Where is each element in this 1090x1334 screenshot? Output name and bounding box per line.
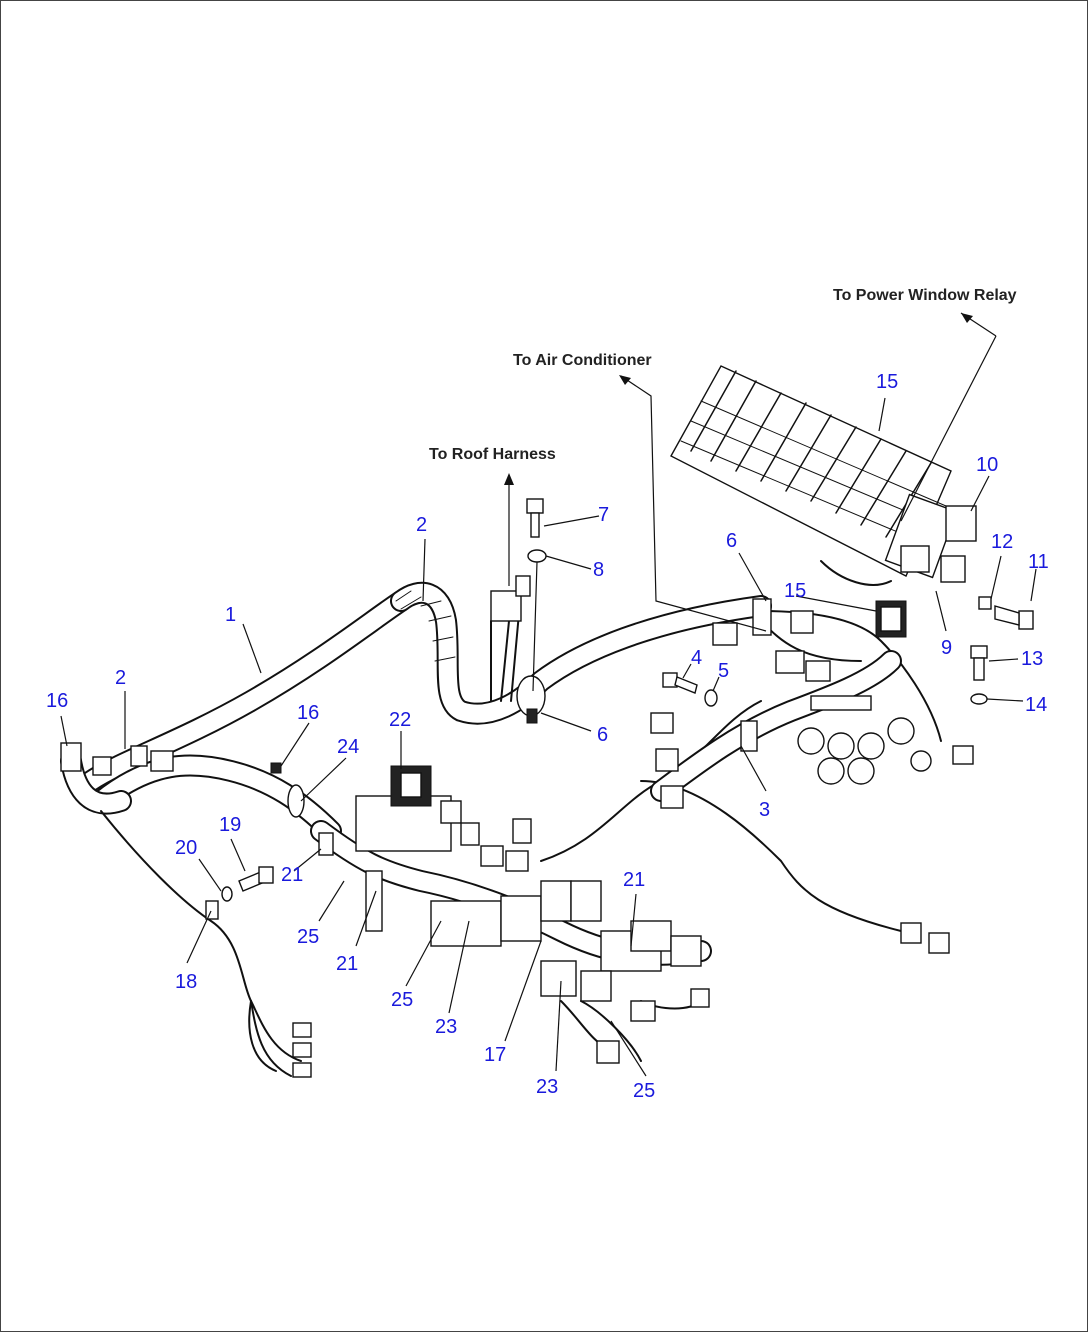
connector-15 xyxy=(875,600,907,638)
callout-17: 17 xyxy=(484,1044,506,1066)
harness-tube-1 xyxy=(80,590,412,792)
callout-21-left: 21 xyxy=(281,864,303,886)
clip-16 xyxy=(270,762,282,774)
callout-13: 13 xyxy=(1021,648,1043,670)
bolt-13 xyxy=(970,645,988,681)
label-power-window-relay: To Power Window Relay xyxy=(833,287,1017,304)
bolt-19 xyxy=(238,866,274,892)
component-22 xyxy=(318,765,532,932)
wire-bundle xyxy=(100,560,942,1077)
leader-lines xyxy=(60,397,1037,1077)
callout-12: 12 xyxy=(991,531,1013,553)
callout-3: 3 xyxy=(759,799,770,821)
callout-7: 7 xyxy=(598,504,609,526)
callout-8: 8 xyxy=(593,559,604,581)
washer-20 xyxy=(221,886,233,902)
arrow-power-window-relay xyxy=(900,312,997,522)
arrow-air-conditioner xyxy=(619,375,767,632)
callout-5: 5 xyxy=(718,660,729,682)
callout-9: 9 xyxy=(941,637,952,659)
bolt-11 xyxy=(994,605,1034,630)
callout-6-lower: 6 xyxy=(597,724,608,746)
component-cluster-lower xyxy=(430,880,710,1064)
callout-15-upper: 15 xyxy=(876,371,898,393)
callout-15-lower: 15 xyxy=(784,580,806,602)
callout-21-right: 21 xyxy=(623,869,645,891)
callout-23-left: 23 xyxy=(435,1016,457,1038)
callout-19: 19 xyxy=(219,814,241,836)
callout-24: 24 xyxy=(337,736,359,758)
callout-14: 14 xyxy=(1025,694,1047,716)
callout-6-upper: 6 xyxy=(726,530,737,552)
bolt-4 xyxy=(662,672,698,694)
callout-22: 22 xyxy=(389,709,411,731)
callout-25-right: 25 xyxy=(633,1080,655,1102)
callout-16-center: 16 xyxy=(297,702,319,724)
label-air-conditioner: To Air Conditioner xyxy=(513,352,652,369)
clamp-6-lower xyxy=(516,675,546,724)
wrap-tape xyxy=(395,590,456,662)
callout-21-lower: 21 xyxy=(336,953,358,975)
clamp-24 xyxy=(287,784,305,818)
callout-18: 18 xyxy=(175,971,197,993)
connector-cluster-right xyxy=(712,598,974,785)
callout-10: 10 xyxy=(976,454,998,476)
callout-23-right: 23 xyxy=(536,1076,558,1098)
washer-14 xyxy=(970,693,988,705)
fuse-box-15 xyxy=(670,365,977,583)
bolt-7 xyxy=(526,498,544,538)
arrow-roof-harness xyxy=(504,473,514,586)
callout-25-center: 25 xyxy=(391,989,413,1011)
callout-1: 1 xyxy=(225,604,236,626)
connector-cluster-left xyxy=(60,575,950,1078)
harness-tube-2-upper xyxy=(390,581,772,725)
callout-4: 4 xyxy=(691,647,702,669)
nut-12 xyxy=(978,596,992,610)
callout-20: 20 xyxy=(175,837,197,859)
callout-2-left: 2 xyxy=(115,667,126,689)
callout-25-left: 25 xyxy=(297,926,319,948)
callout-16-left: 16 xyxy=(46,690,68,712)
label-roof-harness: To Roof Harness xyxy=(429,446,556,463)
callout-11: 11 xyxy=(1028,551,1049,573)
washer-5 xyxy=(704,689,718,707)
harness-tube-branch-3 xyxy=(650,650,902,802)
callout-2-upper: 2 xyxy=(416,514,427,536)
